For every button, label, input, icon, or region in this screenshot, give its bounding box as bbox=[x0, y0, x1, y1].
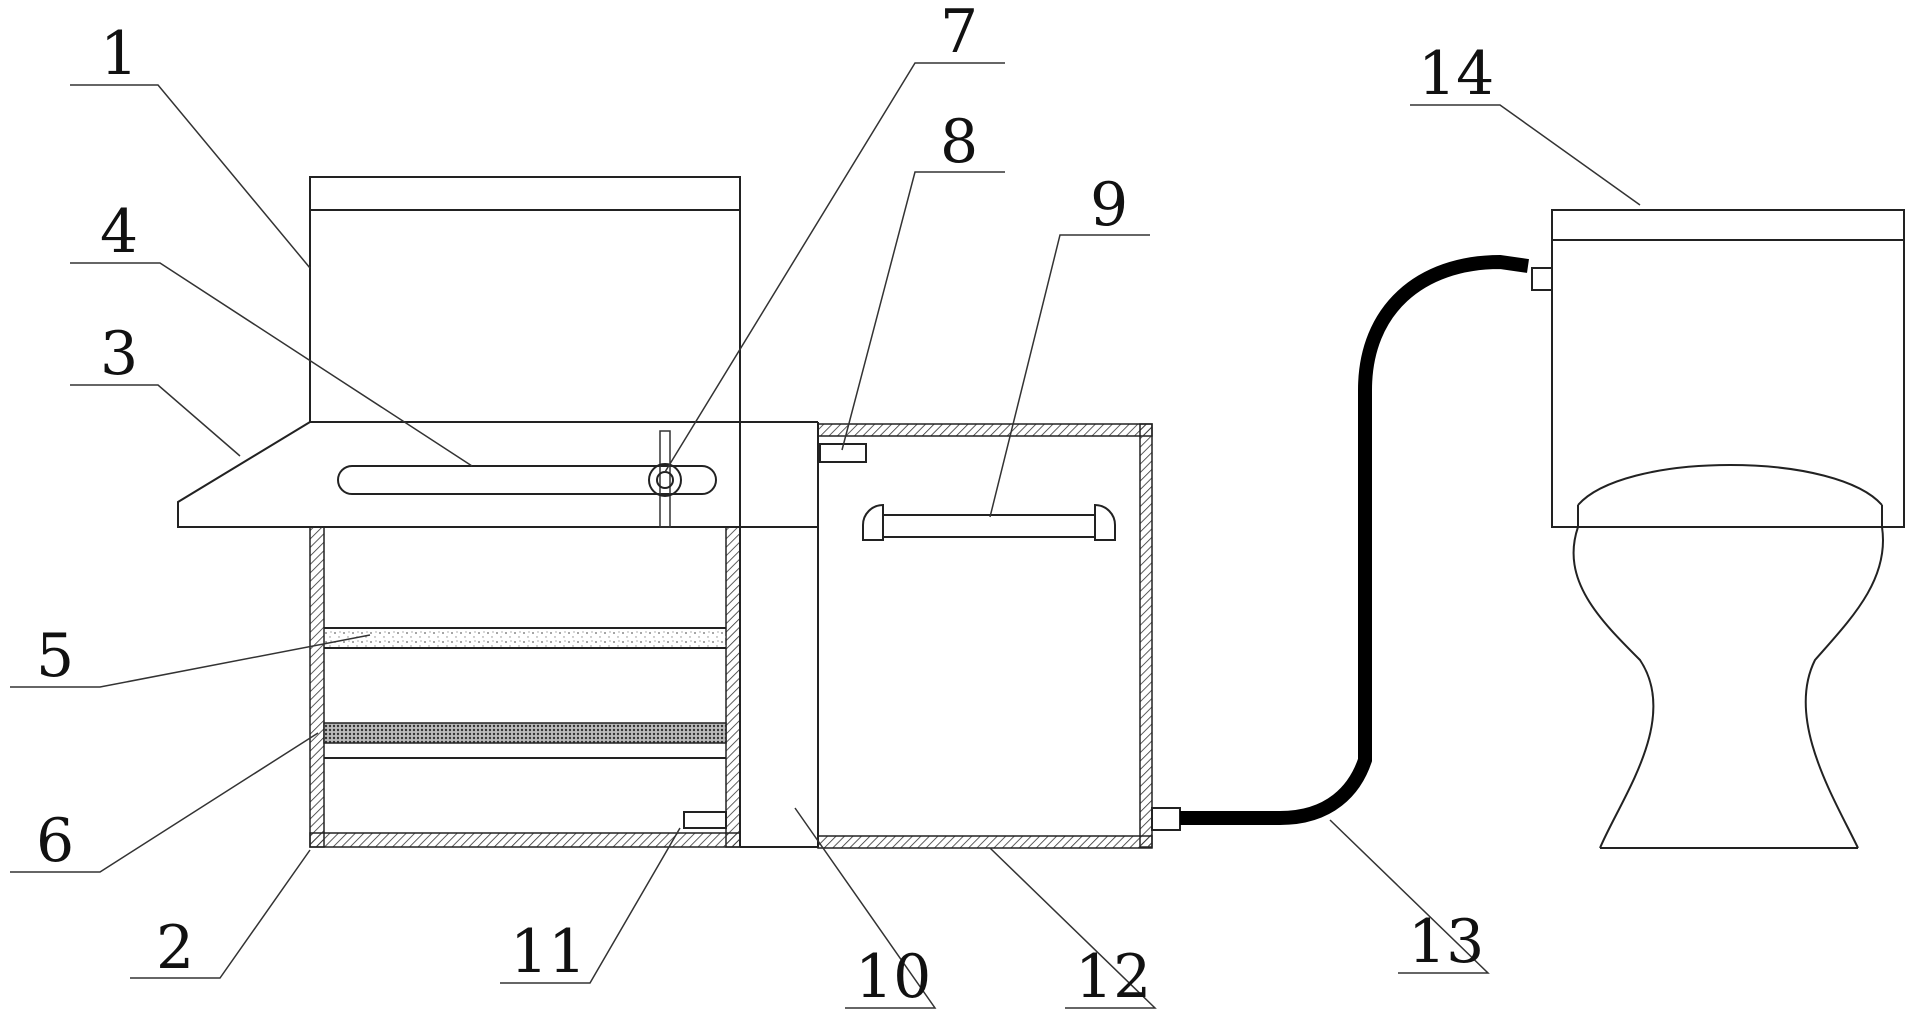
label-4: 4 bbox=[100, 197, 138, 267]
heating-rod bbox=[862, 503, 1116, 541]
lower-box bbox=[309, 526, 741, 848]
toilet bbox=[1531, 209, 1905, 849]
slide-slot bbox=[337, 465, 717, 495]
label-10: 10 bbox=[855, 942, 931, 1012]
label-5: 5 bbox=[36, 621, 74, 691]
water-tank bbox=[817, 423, 1153, 849]
part-labels: 1 4 3 5 6 2 7 8 9 11 10 12 13 14 bbox=[36, 0, 1494, 1012]
sloped-plate bbox=[177, 421, 818, 528]
hose bbox=[1180, 254, 1529, 825]
label-14: 14 bbox=[1418, 39, 1494, 109]
connector-column bbox=[739, 422, 819, 848]
label-12: 12 bbox=[1075, 942, 1151, 1012]
sand-filter-layer bbox=[324, 627, 726, 649]
upper-box bbox=[309, 176, 741, 423]
tank-outlet bbox=[1151, 807, 1181, 831]
label-7: 7 bbox=[940, 0, 978, 67]
label-3: 3 bbox=[100, 319, 138, 389]
label-9: 9 bbox=[1090, 170, 1128, 240]
label-11: 11 bbox=[510, 917, 586, 987]
label-13: 13 bbox=[1408, 907, 1484, 977]
label-2: 2 bbox=[156, 913, 194, 983]
outlet-block bbox=[683, 811, 727, 829]
label-6: 6 bbox=[36, 806, 74, 876]
label-8: 8 bbox=[940, 107, 978, 177]
knob bbox=[648, 430, 682, 528]
label-1: 1 bbox=[100, 19, 138, 89]
mesh-filter bbox=[323, 722, 727, 759]
leader-lines bbox=[10, 62, 1641, 1009]
